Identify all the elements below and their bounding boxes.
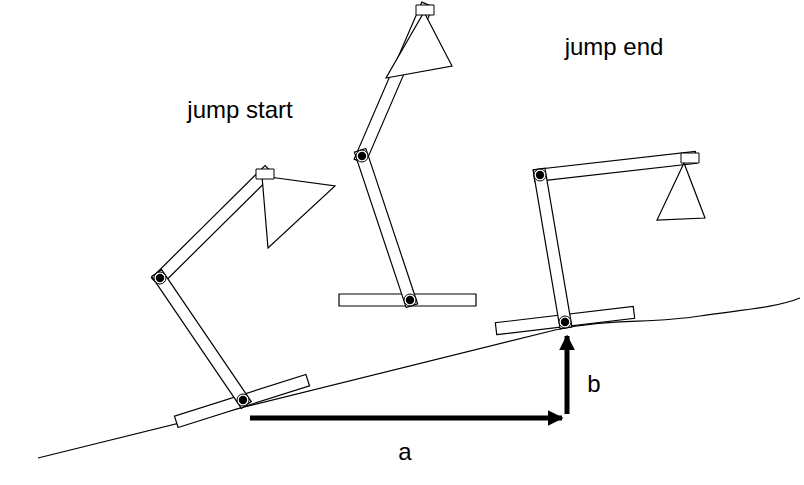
lower-arm [354, 148, 417, 307]
head-joint [416, 5, 434, 15]
slope [38, 298, 800, 458]
upper-arm [152, 166, 274, 287]
joint [239, 396, 247, 404]
upper-arm [533, 151, 696, 181]
lamp-shade [386, 12, 452, 78]
lamp-base [339, 294, 476, 306]
lower-arm [533, 168, 572, 329]
lamp [339, 2, 476, 307]
joint-ring [534, 169, 546, 181]
vector-label: b [587, 372, 600, 396]
arrow-b [565, 336, 570, 414]
joint-ring [154, 272, 166, 284]
joint-ring [404, 294, 416, 306]
joint [358, 152, 366, 160]
joint [406, 296, 414, 304]
joint [561, 318, 569, 326]
lamp-shade [657, 163, 705, 220]
phase-label: jump end [565, 35, 664, 59]
head-joint [256, 169, 274, 179]
arrow-a [250, 416, 562, 421]
lamp [495, 151, 705, 334]
joint [156, 274, 164, 282]
head-joint [681, 153, 699, 163]
lower-arm [152, 270, 252, 409]
phase-label: jump start [187, 98, 292, 122]
joint-ring [559, 316, 571, 328]
lamp-shade [262, 176, 335, 248]
joint [536, 171, 544, 179]
vector-label: a [398, 440, 411, 464]
joint-ring [356, 150, 368, 162]
lamp [152, 166, 335, 428]
joint-ring [237, 394, 249, 406]
